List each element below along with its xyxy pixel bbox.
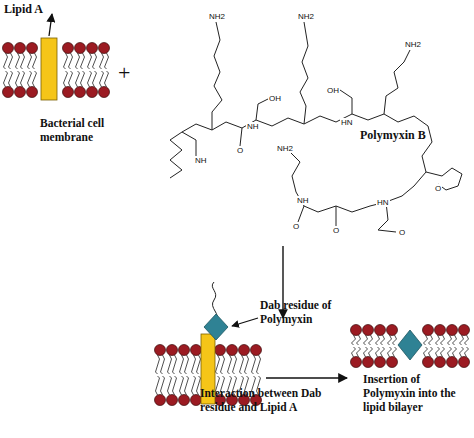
- atom-label: O: [332, 226, 340, 235]
- membrane: [351, 325, 470, 368]
- caption: Insertion of Polymyxin into the lipid bi…: [363, 372, 468, 414]
- atom-label: NH2: [276, 144, 294, 153]
- atom-label: O: [236, 146, 244, 155]
- atom-label: NH2: [404, 40, 422, 49]
- atom-label: OH: [268, 94, 282, 103]
- figure-panel: Polymyxin B: [155, 0, 470, 242]
- leader-arrow: [232, 318, 258, 326]
- caption: Bacterial cell membrane: [40, 116, 118, 144]
- polymyxin-structure: [170, 22, 462, 232]
- atom-label: NH: [246, 122, 260, 131]
- lipid-a: [41, 38, 57, 100]
- atom-label: O: [292, 222, 300, 231]
- atom-label: HN: [340, 118, 354, 127]
- figure-panel: Interaction between Dab residue and Lipi…: [150, 318, 300, 415]
- dab-diamond: [398, 330, 422, 360]
- atom-label: HN: [376, 198, 390, 207]
- atom-label: NH2: [208, 12, 226, 21]
- atom-label: O: [398, 228, 406, 237]
- caption: Interaction between Dab residue and Lipi…: [200, 386, 340, 414]
- atom-label: NH2: [297, 12, 315, 21]
- atom-label: OH: [326, 86, 340, 95]
- atom-label: NH: [296, 196, 310, 205]
- part-label: Lipid A: [4, 2, 43, 16]
- plus-sign: +: [118, 66, 130, 80]
- dab-diamond: [204, 314, 228, 340]
- atom-label: NH: [194, 156, 208, 165]
- leader-arrow: [49, 14, 52, 36]
- caption: Polymyxin B: [360, 128, 460, 142]
- callout-label: Dab residue of Polymyxin: [260, 298, 355, 326]
- figure-panel: Bacterial cell membrane: [0, 0, 118, 155]
- flow-arrow: [266, 377, 347, 378]
- figure-panel: Insertion of Polymyxin into the lipid bi…: [345, 318, 472, 428]
- atom-label: O: [434, 184, 442, 193]
